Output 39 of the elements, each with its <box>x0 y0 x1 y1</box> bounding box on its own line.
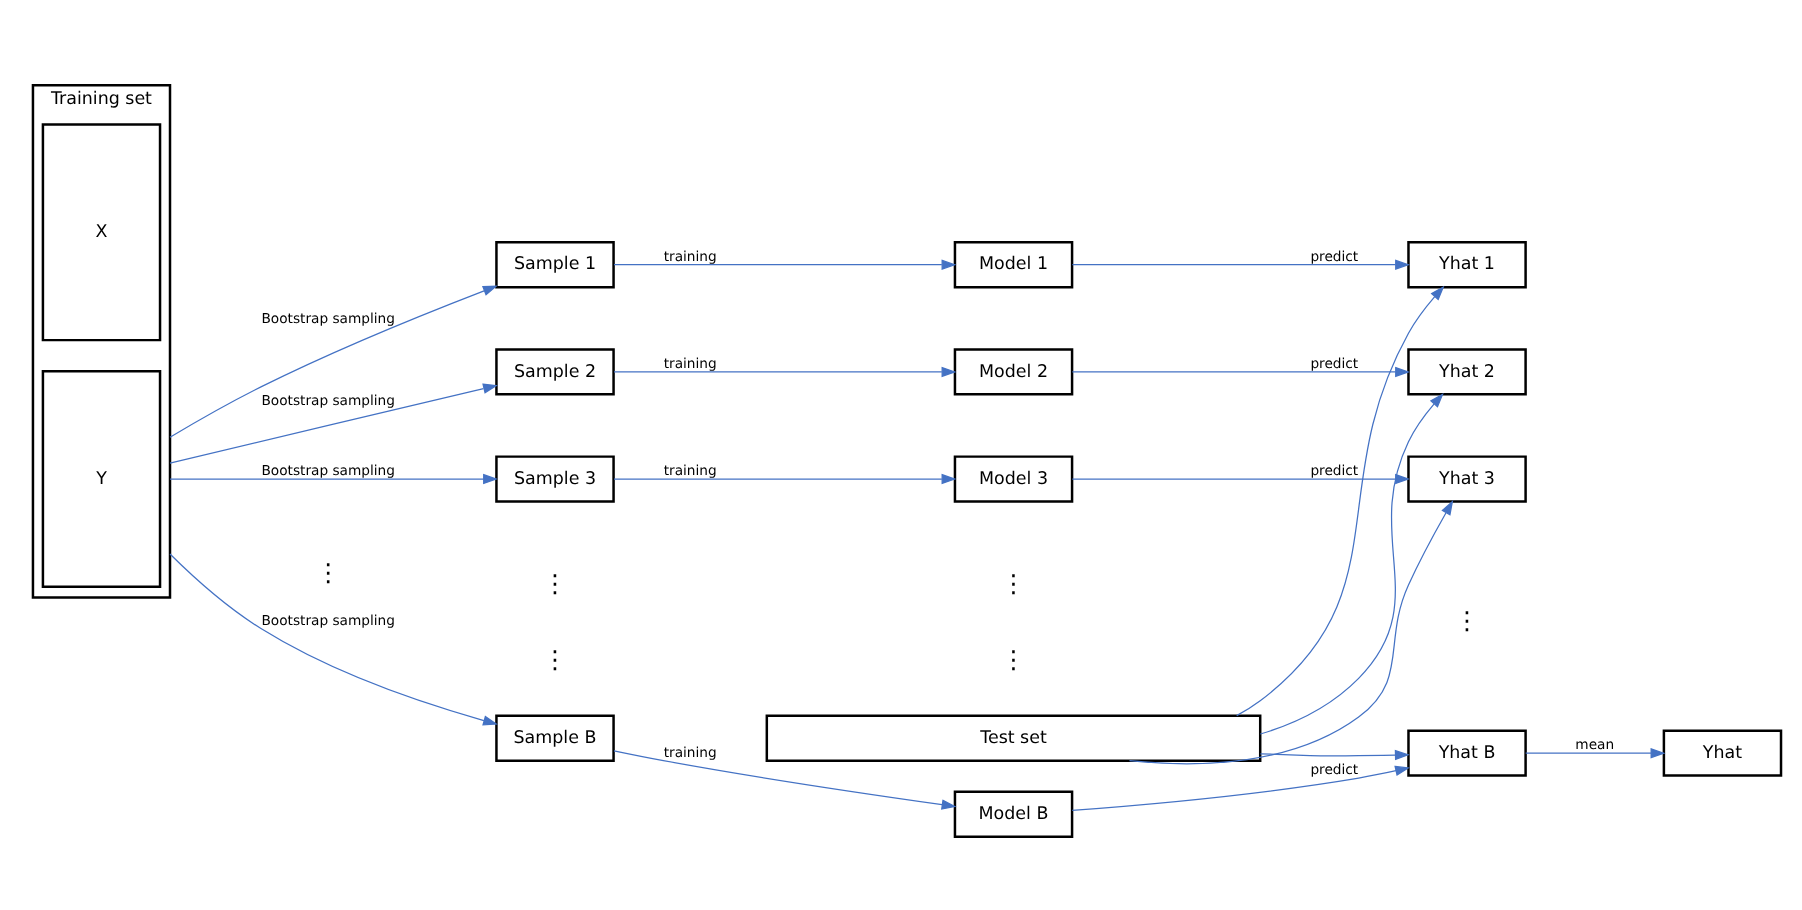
arrow <box>168 284 497 437</box>
arrow <box>612 749 956 809</box>
label: ⋮ <box>1000 567 1025 598</box>
label: ⋮ <box>1000 643 1025 674</box>
node-box: Sample 3 <box>494 454 614 502</box>
arrow <box>168 552 497 725</box>
arrow <box>168 382 497 463</box>
arrow <box>1524 746 1665 758</box>
node-box: Yhat 3 <box>1406 454 1526 502</box>
node-box: Yhat B <box>1406 728 1526 776</box>
arrow <box>1235 284 1444 716</box>
arrow <box>1070 258 1410 269</box>
arrow <box>1070 472 1410 484</box>
node-box: Yhat 2 <box>1406 347 1526 395</box>
node-box: Model 2 <box>952 347 1073 395</box>
arrow <box>1070 764 1410 810</box>
label: ⋮ <box>541 567 567 598</box>
arrow <box>612 365 956 377</box>
arrow <box>612 472 956 484</box>
node-box: Sample 2 <box>494 347 614 395</box>
label: ⋮ <box>314 556 340 587</box>
node-box: Model 1 <box>952 240 1073 288</box>
arrow <box>612 258 956 269</box>
arrow <box>168 472 498 484</box>
arrow <box>1258 748 1409 760</box>
label: ⋮ <box>541 643 567 674</box>
node-box: Model 3 <box>952 454 1073 502</box>
node-box: Yhat <box>1661 728 1782 776</box>
arrow <box>1258 392 1443 734</box>
node-box: Test set <box>764 713 1261 761</box>
node-box: Y <box>40 369 161 588</box>
node-box: X <box>40 122 161 341</box>
arrow <box>1127 499 1453 764</box>
arrow <box>1070 365 1410 377</box>
label: ⋮ <box>1453 603 1479 634</box>
node-box: Yhat 1 <box>1406 240 1526 288</box>
node-box: Model B <box>952 789 1073 837</box>
node-box: Sample 1 <box>494 240 614 288</box>
node-box: Sample B <box>494 713 614 761</box>
